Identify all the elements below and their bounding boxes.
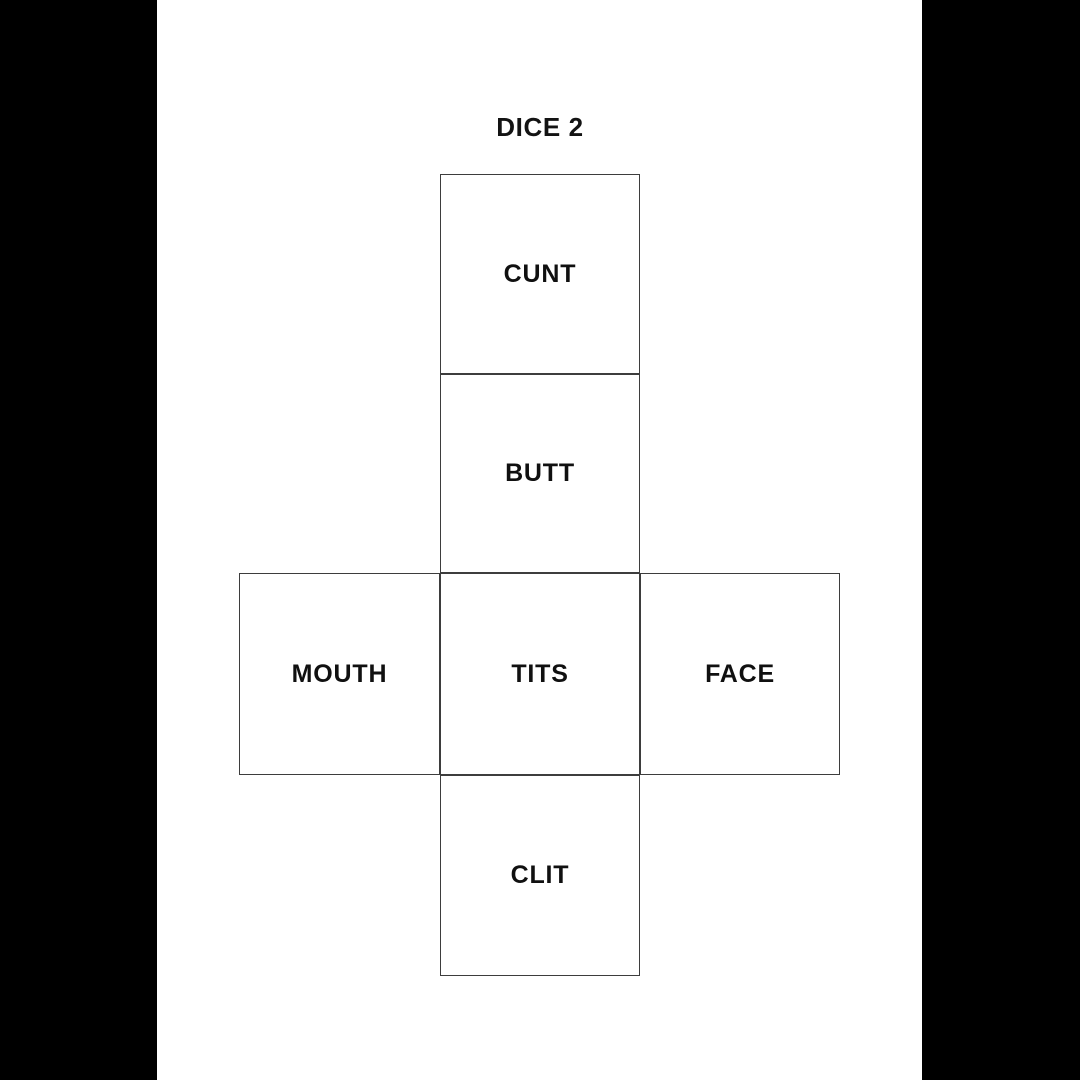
dice-face-cunt[interactable]: CUNT <box>440 174 640 374</box>
dice-face-label: FACE <box>705 659 775 688</box>
letterbox-bar-left <box>0 0 157 1080</box>
dice-face-clit[interactable]: CLIT <box>440 775 640 976</box>
dice-face-mouth[interactable]: MOUTH <box>239 573 440 775</box>
dice-face-label: CUNT <box>503 259 577 288</box>
page-title: DICE 2 <box>496 112 584 142</box>
dice-face-butt[interactable]: BUTT <box>440 374 640 573</box>
dice-face-label: TITS <box>511 659 569 688</box>
letterbox-bar-right <box>922 0 1080 1080</box>
dice-face-label: BUTT <box>505 459 575 487</box>
dice-face-label: CLIT <box>510 861 570 889</box>
dice-net: CUNT BUTT MOUTH TITS FACE CLIT <box>239 174 840 976</box>
dice-face-face[interactable]: FACE <box>640 573 840 775</box>
dice-face-tits[interactable]: TITS <box>440 573 640 775</box>
dice-face-label: MOUTH <box>291 659 388 688</box>
